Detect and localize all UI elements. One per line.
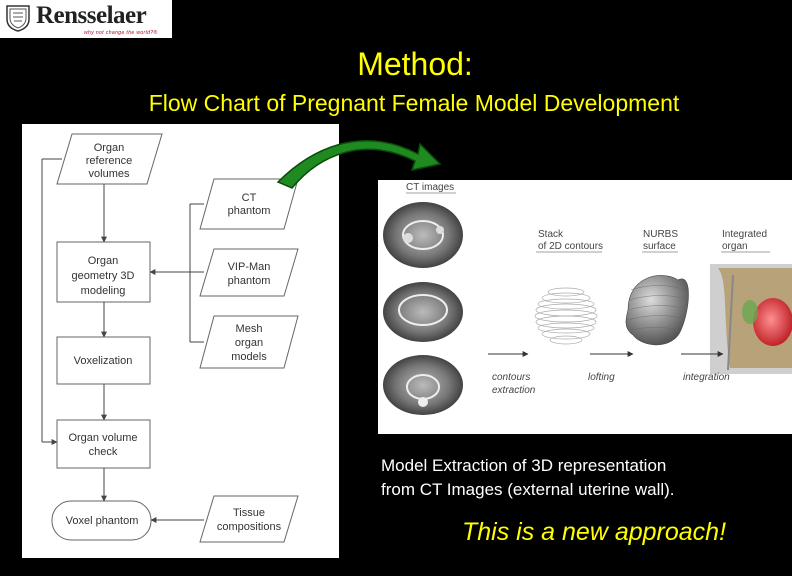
step-lofting-label: lofting (588, 372, 615, 383)
slide-title: Method: (357, 46, 473, 82)
nurbs-surface-shape (625, 275, 689, 346)
curved-arrow-icon (276, 140, 442, 189)
rensselaer-logo: Rensselaer why not change the world?® (0, 0, 172, 38)
contour-stack (534, 287, 598, 345)
logo-wordmark: Rensselaer (36, 2, 147, 29)
vip-man-node (199, 248, 299, 297)
tissue-node (199, 495, 299, 543)
seal-icon (6, 5, 30, 32)
slide-subtitle: Flow Chart of Pregnant Female Model Deve… (148, 90, 680, 116)
caption-line-2: from CT Images (external uterine wall). (381, 480, 675, 499)
ct-images-label: CT images (406, 182, 454, 193)
mesh-node (199, 315, 299, 369)
caption-line-1: Model Extraction of 3D representation (381, 456, 667, 475)
logo-tagline: why not change the world?® (84, 30, 158, 36)
organ-reference-node (56, 133, 163, 185)
step-integration-label: integration (683, 372, 730, 383)
new-approach-slogan: This is a new approach! (462, 518, 727, 546)
ct-phantom-node (199, 178, 299, 230)
voxelization-label: Voxelization (74, 355, 133, 367)
ct-slice-images (383, 202, 463, 415)
volume-check-node (56, 419, 151, 469)
voxel-phantom-label: Voxel phantom (66, 515, 139, 527)
integrated-organ-image (710, 264, 792, 374)
figure-caption: Model Extraction of 3D representation fr… (381, 454, 781, 502)
